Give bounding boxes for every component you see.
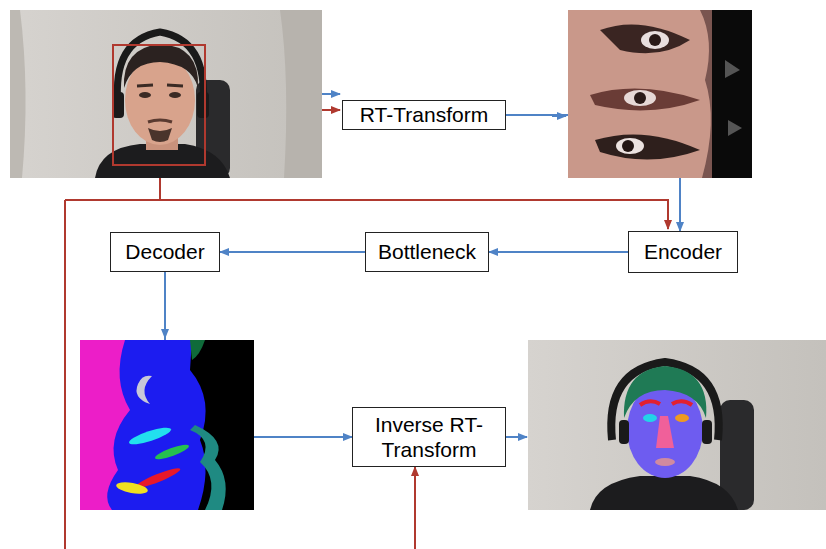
blue-arrow (552, 115, 566, 117)
box-label: RT-Transform (360, 102, 488, 127)
output-photo (528, 340, 826, 510)
process-box: Inverse RT-Transform (352, 407, 506, 467)
blue-arrow (164, 326, 166, 338)
box-label: Decoder (125, 239, 204, 264)
box-label: Bottleneck (378, 239, 476, 264)
input-photo (10, 10, 322, 178)
transformed-image (568, 10, 752, 178)
flow-arrow (220, 251, 365, 253)
process-box: Encoder (628, 231, 738, 273)
blue-arrow (322, 94, 527, 437)
blue-arrow (679, 178, 681, 184)
process-box: Decoder (110, 232, 220, 272)
box-label: Inverse RT-Transform (361, 412, 497, 462)
box-label: Encoder (644, 239, 722, 264)
process-box: RT-Transform (342, 100, 506, 129)
segmentation-map (80, 340, 254, 510)
process-box: Bottleneck (365, 232, 489, 272)
flow-arrow (489, 251, 628, 253)
